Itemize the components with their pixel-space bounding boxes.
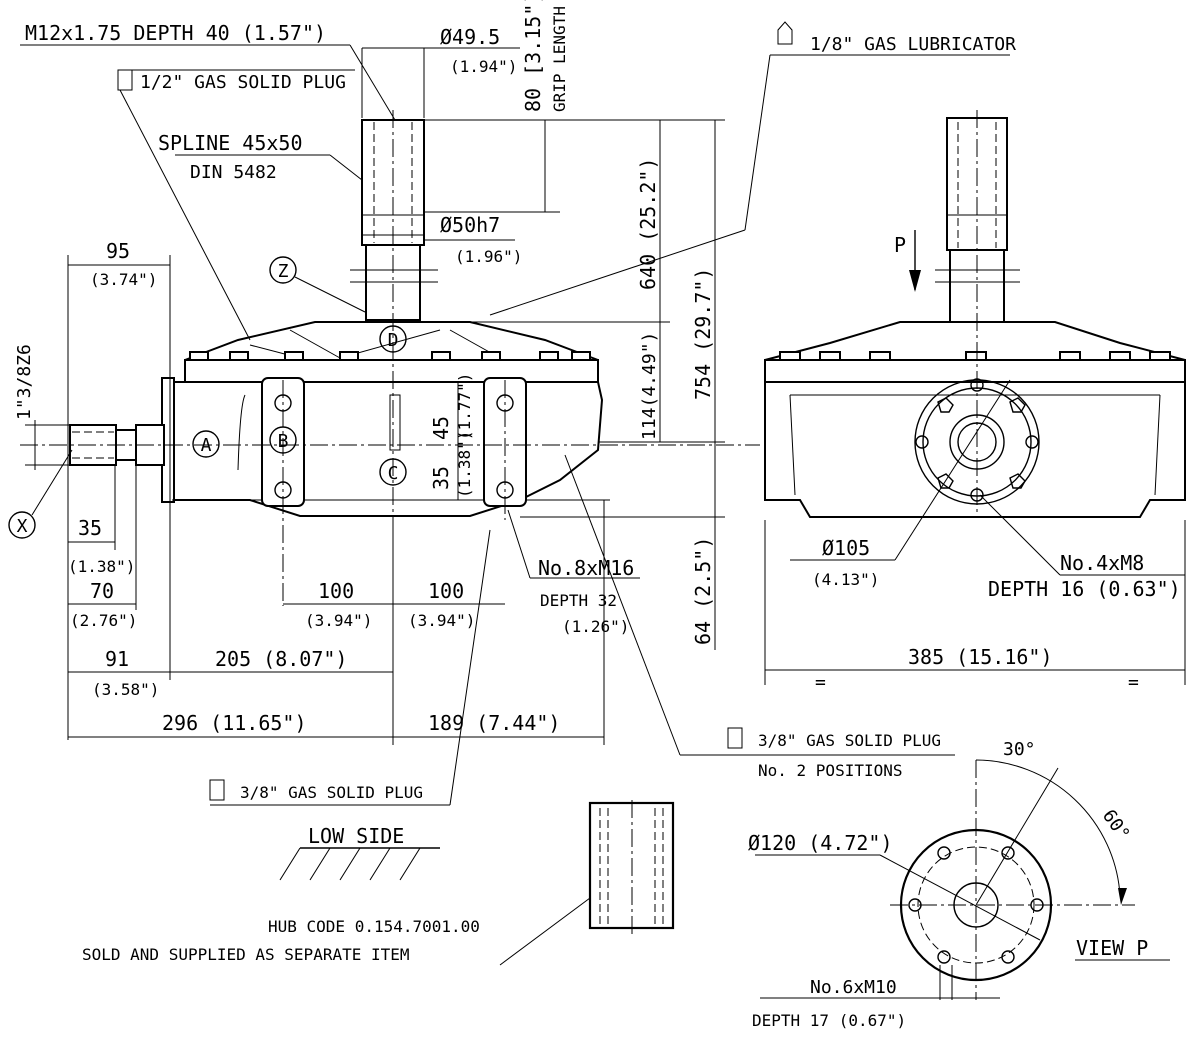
- view-p-detail: [879, 759, 1135, 1000]
- din-label: DIN 5482: [190, 162, 277, 183]
- dim-91-inch-label: (3.58"): [92, 680, 159, 699]
- side-bolts: [779, 351, 1171, 361]
- dim-205-label: 205 (8.07"): [215, 647, 347, 671]
- dim-35v-inch-label: (1.38"): [455, 431, 474, 498]
- dim-100a-label: 100: [318, 579, 354, 603]
- positions-label: No. 2 POSITIONS: [758, 761, 903, 780]
- holes-m16-label: No.8xM16: [538, 556, 634, 580]
- thread-top-label: M12x1.75 DEPTH 40 (1.57"): [25, 21, 326, 45]
- dia-105-label: Ø105: [822, 536, 870, 560]
- dim-100b-label: 100: [428, 579, 464, 603]
- dim-95-label: 95: [106, 239, 130, 263]
- dia-49-5-label: Ø49.5: [440, 25, 500, 49]
- dim-189-label: 189 (7.44"): [428, 711, 560, 735]
- shaft-thread-label: 1"3/8Z6: [14, 344, 35, 420]
- hub-note-label: SOLD AND SUPPLIED AS SEPARATE ITEM: [82, 945, 410, 964]
- holes-m10-label: No.6xM10: [810, 977, 897, 998]
- depth-32-label: DEPTH 32: [540, 591, 617, 610]
- equal-right-mark: =: [1128, 672, 1139, 693]
- dim-64-label: 64 (2.5"): [691, 537, 715, 645]
- dia-105-inch-label: (4.13"): [812, 570, 879, 589]
- view-p-label: VIEW P: [1076, 936, 1148, 960]
- equal-left-mark: =: [815, 672, 826, 693]
- dim-91-label: 91: [105, 647, 129, 671]
- marker-d: D: [388, 330, 399, 351]
- lubricator-label: 1/8" GAS LUBRICATOR: [810, 34, 1016, 55]
- dia-50h7-inch-label: (1.96"): [455, 247, 522, 266]
- dim-754-label: 754 (29.7"): [691, 268, 715, 400]
- dim-35-inch-label: (1.38"): [68, 557, 135, 576]
- depth-32-inch-label: (1.26"): [562, 617, 629, 636]
- angle-30-label: 30°: [1003, 739, 1036, 760]
- dia-120-label: Ø120 (4.72"): [748, 831, 893, 855]
- dim-640-label: 640 (25.2"): [636, 158, 660, 290]
- dim-70-inch-label: (2.76"): [70, 611, 137, 630]
- marker-z: Z: [278, 261, 289, 282]
- spline-label: SPLINE 45x50: [158, 131, 303, 155]
- dia-50h7-label: Ø50h7: [440, 213, 500, 237]
- marker-b: B: [278, 431, 289, 452]
- grip-length-label: GRIP LENGTH: [550, 6, 569, 112]
- depth-17-label: DEPTH 17 (0.67"): [752, 1011, 906, 1030]
- dim-296-label: 296 (11.65"): [162, 711, 307, 735]
- gearbox-housing: [184, 359, 599, 383]
- three-eighths-plug-side-label: 3/8" GAS SOLID PLUG: [758, 731, 941, 750]
- marker-c: C: [388, 463, 399, 484]
- dim-100a-inch-label: (3.94"): [305, 611, 372, 630]
- flange-bolts: [189, 351, 591, 361]
- low-side-label: LOW SIDE: [308, 824, 404, 848]
- half-inch-plug-label: 1/2" GAS SOLID PLUG: [140, 72, 346, 93]
- hub-code-label: HUB CODE 0.154.7001.00: [268, 917, 480, 936]
- depth-16-label: DEPTH 16 (0.63"): [988, 577, 1181, 601]
- dim-35-label: 35: [78, 516, 102, 540]
- dim-385-label: 385 (15.16"): [908, 645, 1053, 669]
- dim-45-label: 45: [429, 416, 453, 440]
- three-eighths-plug-bottom-label: 3/8" GAS SOLID PLUG: [240, 783, 423, 802]
- marker-x: X: [17, 516, 28, 537]
- front-view: A B C D Z X: [8, 110, 760, 606]
- dia-49-5-inch-label: (1.94"): [450, 57, 517, 76]
- low-side-hatch: [279, 847, 440, 881]
- side-view: [764, 110, 1186, 518]
- dim-95-inch-label: (3.74"): [90, 270, 157, 289]
- angle-60-label: 60°: [1098, 806, 1134, 845]
- grip-80-label: 80 [3.15"]: [521, 0, 545, 112]
- view-p-arrow-label: P: [894, 233, 906, 257]
- dim-70-label: 70: [90, 579, 114, 603]
- holes-m8-label: No.4xM8: [1060, 551, 1144, 575]
- dim-35v-label: 35: [429, 466, 453, 490]
- dim-114-label: 114(4.49"): [639, 332, 660, 440]
- marker-a: A: [201, 435, 212, 456]
- dimension-lines: [20, 44, 1186, 1000]
- dim-45-inch-label: (1.77"): [455, 373, 474, 440]
- hub-detail: [499, 800, 675, 966]
- dim-100b-inch-label: (3.94"): [408, 611, 475, 630]
